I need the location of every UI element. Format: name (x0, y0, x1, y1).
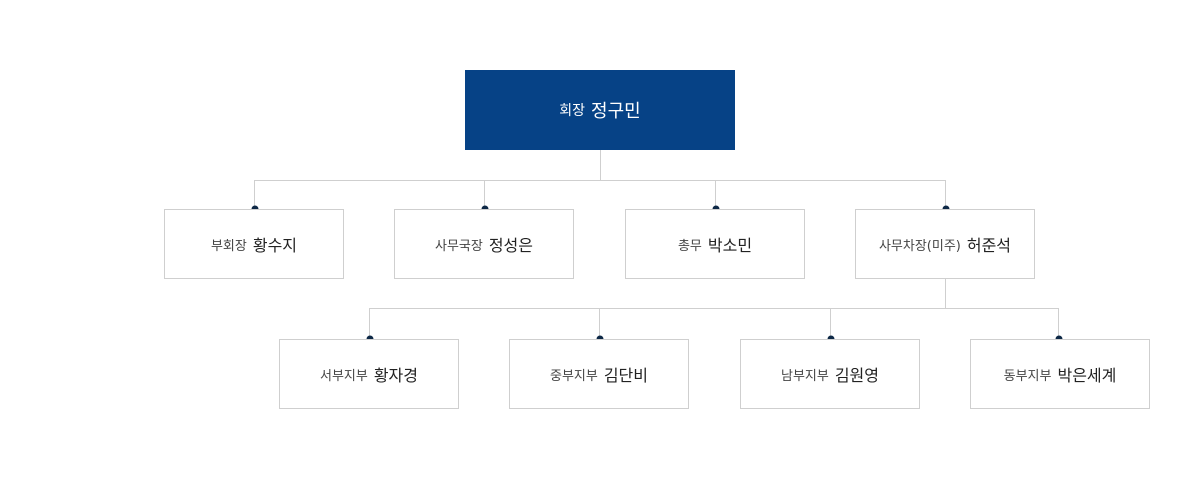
position-role: 사무국장 (434, 238, 483, 254)
deputy-secretary-box: 사무차장(미주) 허준석 (855, 209, 1035, 279)
connector-tier1-drop-3 (715, 180, 716, 209)
secretary-general-box: 사무국장 정성은 (394, 209, 574, 279)
position-name: 김단비 (603, 366, 648, 385)
position-role: 남부지부 (780, 368, 829, 384)
position-role: 중부지부 (549, 368, 598, 384)
position-name: 김원영 (834, 366, 879, 385)
south-branch-box: 남부지부 김원영 (740, 339, 920, 409)
connector-tier1-horizontal (254, 180, 946, 181)
connector-tier1-drop-4 (945, 180, 946, 209)
position-role: 동부지부 (1003, 368, 1052, 384)
chairman-name: 정구민 (591, 101, 641, 122)
connector-vice-director-down (945, 278, 946, 308)
west-branch-box: 서부지부 황자경 (279, 339, 459, 409)
position-role: 사무차장(미주) (878, 238, 961, 254)
east-branch-box: 동부지부 박은세계 (970, 339, 1150, 409)
connector-tier2-drop-4 (1058, 308, 1059, 339)
connector-tier1-drop-1 (254, 180, 255, 209)
chairman-role: 회장 (559, 103, 586, 119)
general-affairs-box: 총무 박소민 (625, 209, 805, 279)
position-role: 총무 (677, 238, 702, 254)
position-role: 부회장 (210, 238, 247, 254)
position-name: 박소민 (707, 236, 753, 255)
position-name: 박은세계 (1057, 366, 1117, 385)
position-name: 정성은 (488, 236, 533, 255)
central-branch-box: 중부지부 김단비 (509, 339, 689, 409)
position-role: 서부지부 (319, 368, 368, 384)
connector-chairman-down (600, 150, 601, 180)
position-name: 허준석 (966, 236, 1012, 255)
connector-tier2-drop-3 (830, 308, 831, 339)
connector-tier2-drop-2 (599, 308, 600, 339)
chairman-box: 회장 정구민 (465, 70, 735, 150)
position-name: 황자경 (373, 366, 418, 385)
connector-tier1-drop-2 (484, 180, 485, 209)
connector-tier2-drop-1 (369, 308, 370, 339)
position-name: 황수지 (252, 236, 298, 255)
connector-tier2-horizontal (369, 308, 1059, 309)
vice-chairman-box: 부회장 황수지 (164, 209, 344, 279)
